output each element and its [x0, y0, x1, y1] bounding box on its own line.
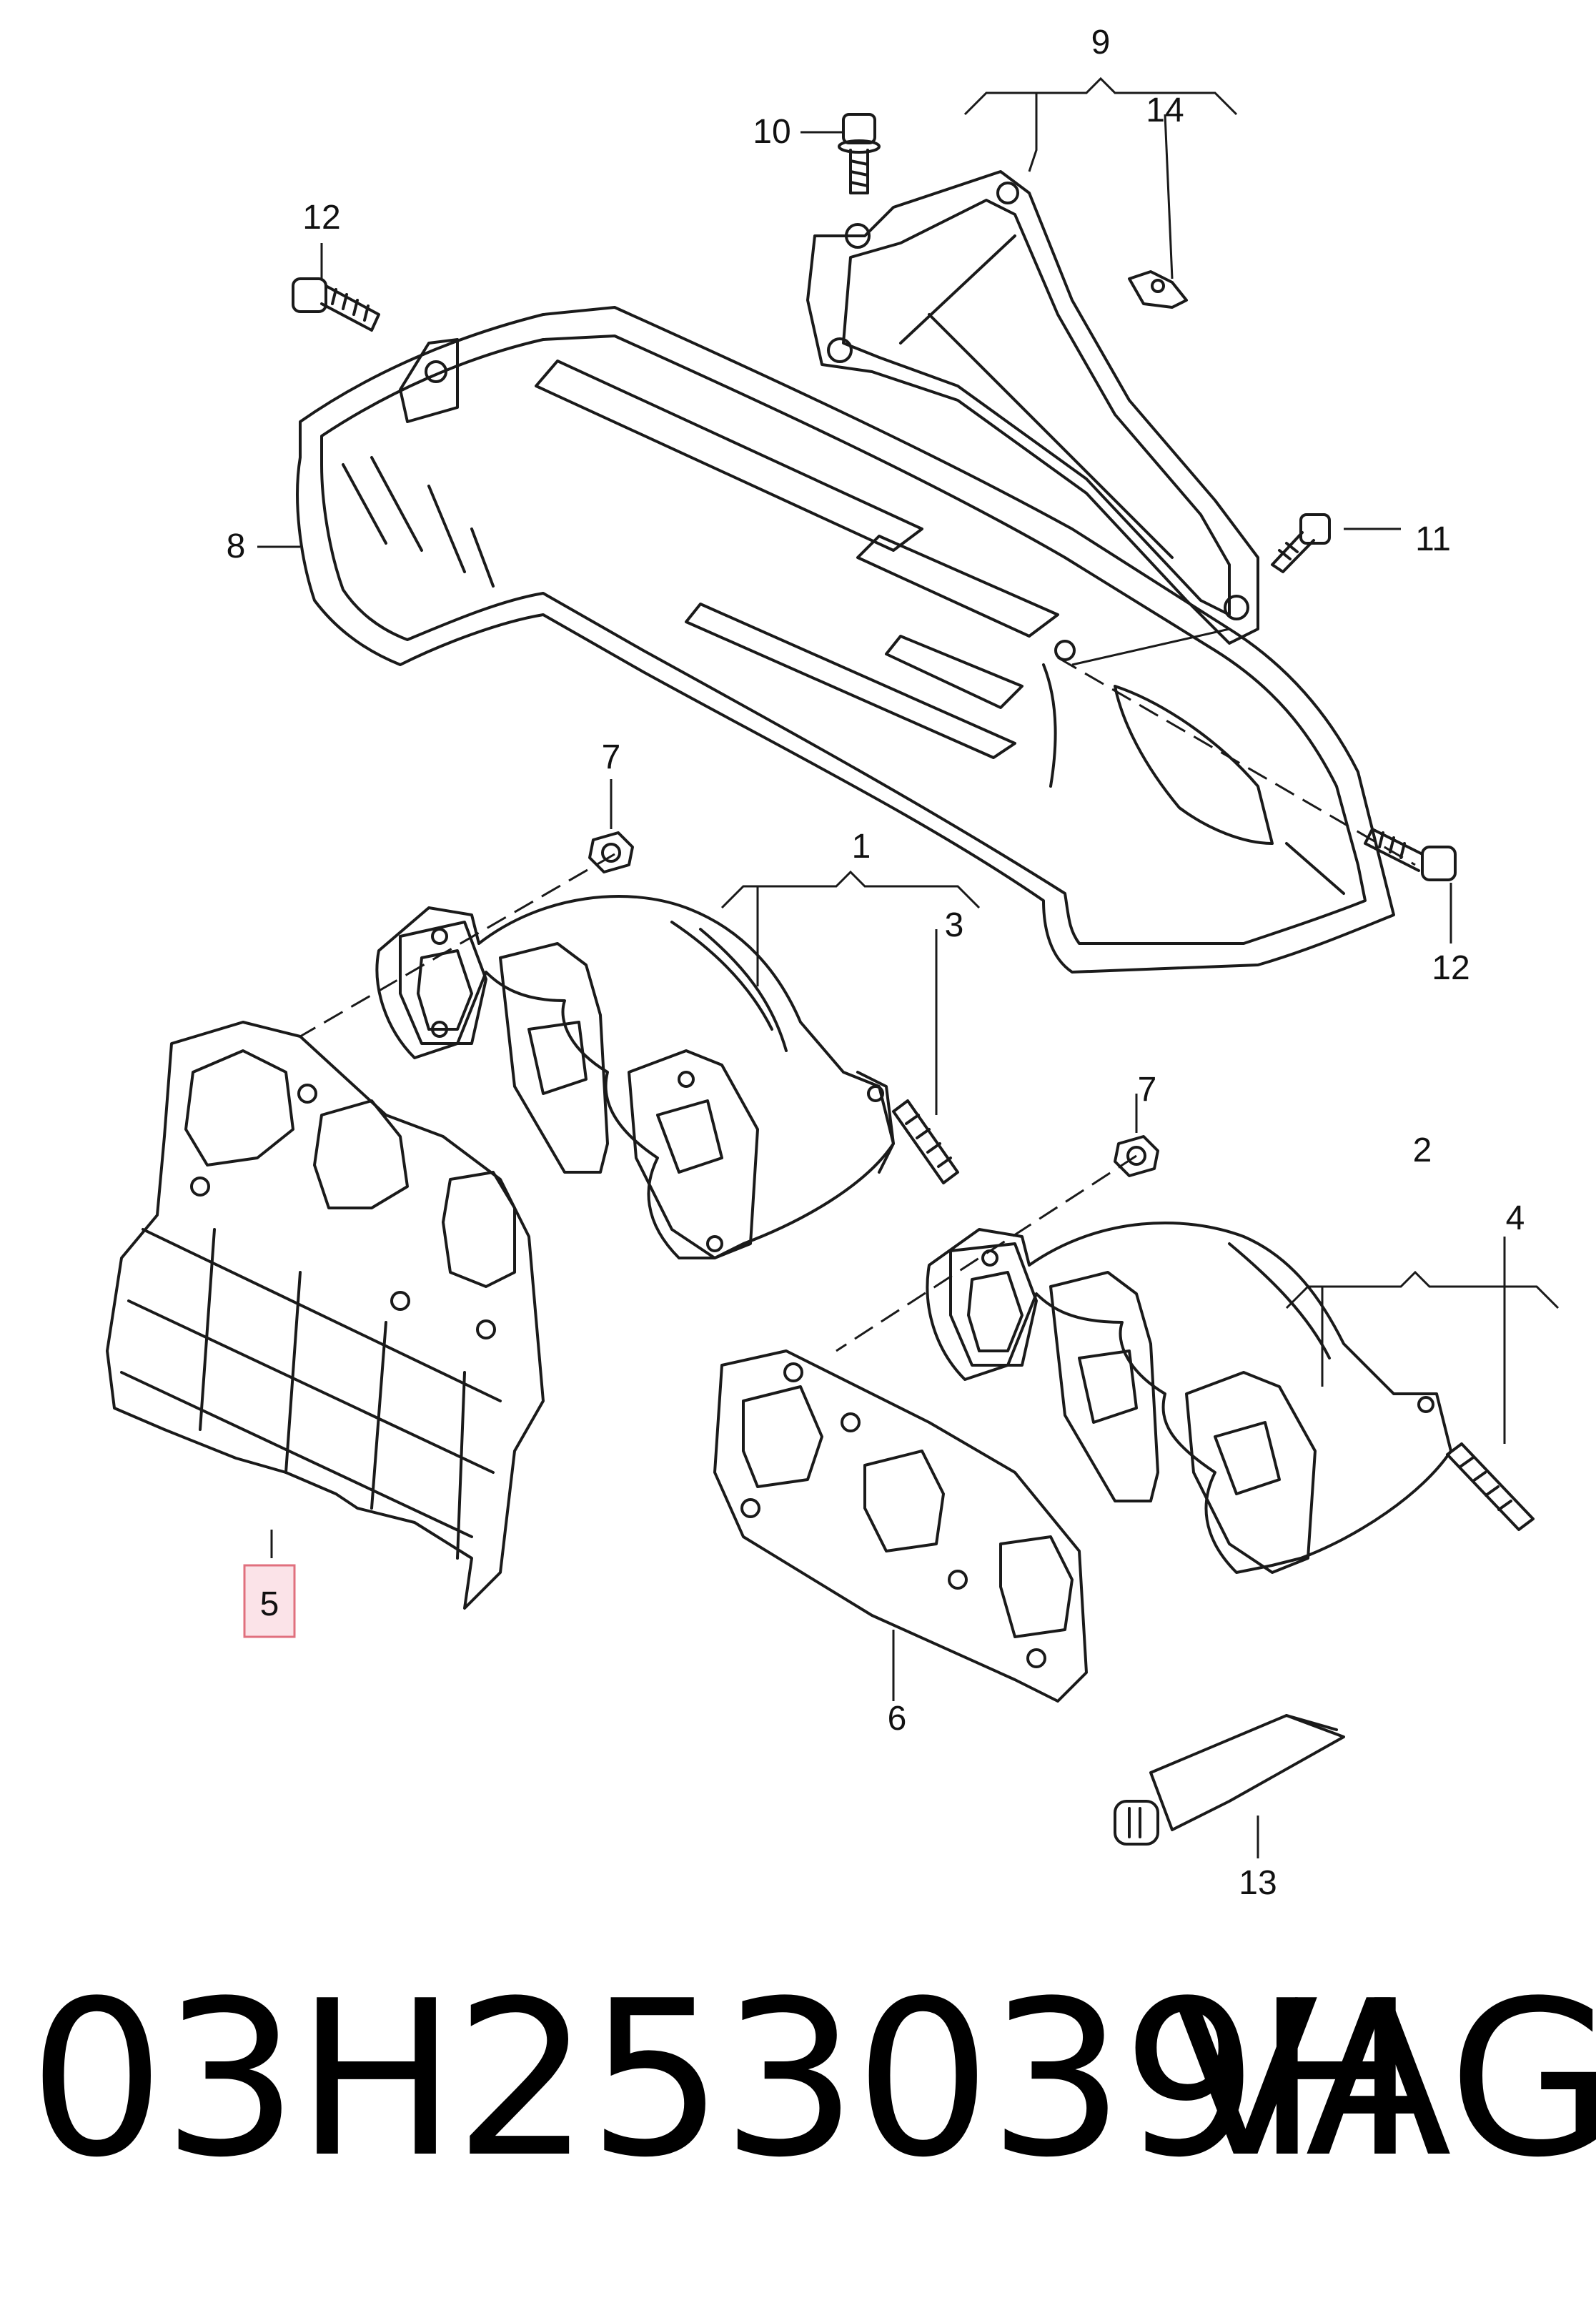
bracket	[806, 170, 1259, 645]
callout-10: 10	[753, 113, 790, 151]
gasket-6	[713, 1349, 1088, 1703]
clip-14	[1128, 270, 1188, 309]
callout-7-upper: 7	[602, 738, 621, 776]
sealant-tube	[1114, 1714, 1345, 1846]
callout-11: 11	[1415, 520, 1451, 558]
callout-12-lower: 12	[1432, 949, 1469, 987]
nut-7-lower	[1114, 1135, 1159, 1177]
leader-lines	[257, 76, 1560, 1858]
parts-diagram: 9 14 10 12 8 11 12 7 1 3 7 2 4 5 6 13	[106, 24, 1560, 1902]
stud-3	[892, 1099, 959, 1184]
callout-3: 3	[945, 906, 964, 944]
callout-5-highlight	[243, 1564, 296, 1638]
callout-6: 6	[888, 1700, 907, 1738]
callout-14: 14	[1146, 91, 1184, 129]
callout-13: 13	[1239, 1864, 1277, 1902]
bolt-11	[1271, 513, 1331, 573]
callout-4: 4	[1506, 1199, 1525, 1237]
part-number: 03H253039H	[29, 1955, 1417, 2204]
gasket-5	[106, 1021, 545, 1610]
exhaust-manifold-1	[375, 895, 895, 1259]
stud-4	[1446, 1442, 1535, 1531]
nut-7-upper	[588, 831, 634, 873]
callout-1: 1	[852, 828, 871, 866]
callout-2: 2	[1413, 1131, 1432, 1169]
callout-7-lower: 7	[1138, 1071, 1157, 1109]
bolt-12-upper	[292, 277, 380, 332]
bolt-12-lower	[1364, 828, 1457, 881]
brand-label: VAG	[1172, 1955, 1596, 2204]
bolt-10	[838, 113, 881, 194]
heat-shield	[296, 306, 1395, 974]
callout-8: 8	[227, 528, 246, 565]
callout-12-upper: 12	[302, 199, 340, 237]
callout-5: 5	[260, 1585, 279, 1623]
callout-9: 9	[1091, 24, 1111, 61]
exhaust-manifold-2	[926, 1222, 1452, 1574]
